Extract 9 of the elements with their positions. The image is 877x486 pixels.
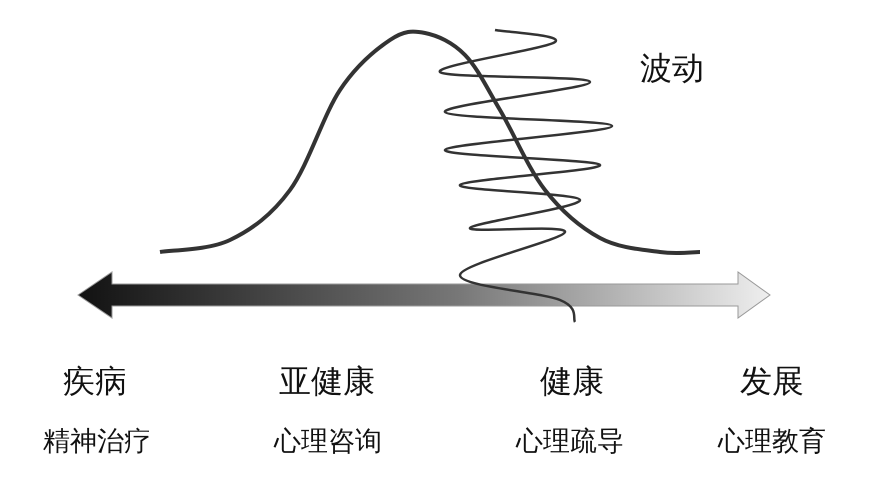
intervention-label: 精神治疗 — [43, 428, 151, 455]
intervention-label: 心理咨询 — [274, 428, 382, 455]
intervention-label: 心理疏导 — [516, 428, 624, 455]
stage-label: 疾病 — [63, 365, 127, 397]
intervention-label: 心理教育 — [718, 428, 826, 455]
stage-label: 健康 — [540, 365, 604, 397]
stage-label: 亚健康 — [279, 365, 375, 397]
wave-label: 波动 — [640, 52, 704, 84]
stage-label: 发展 — [740, 365, 804, 397]
